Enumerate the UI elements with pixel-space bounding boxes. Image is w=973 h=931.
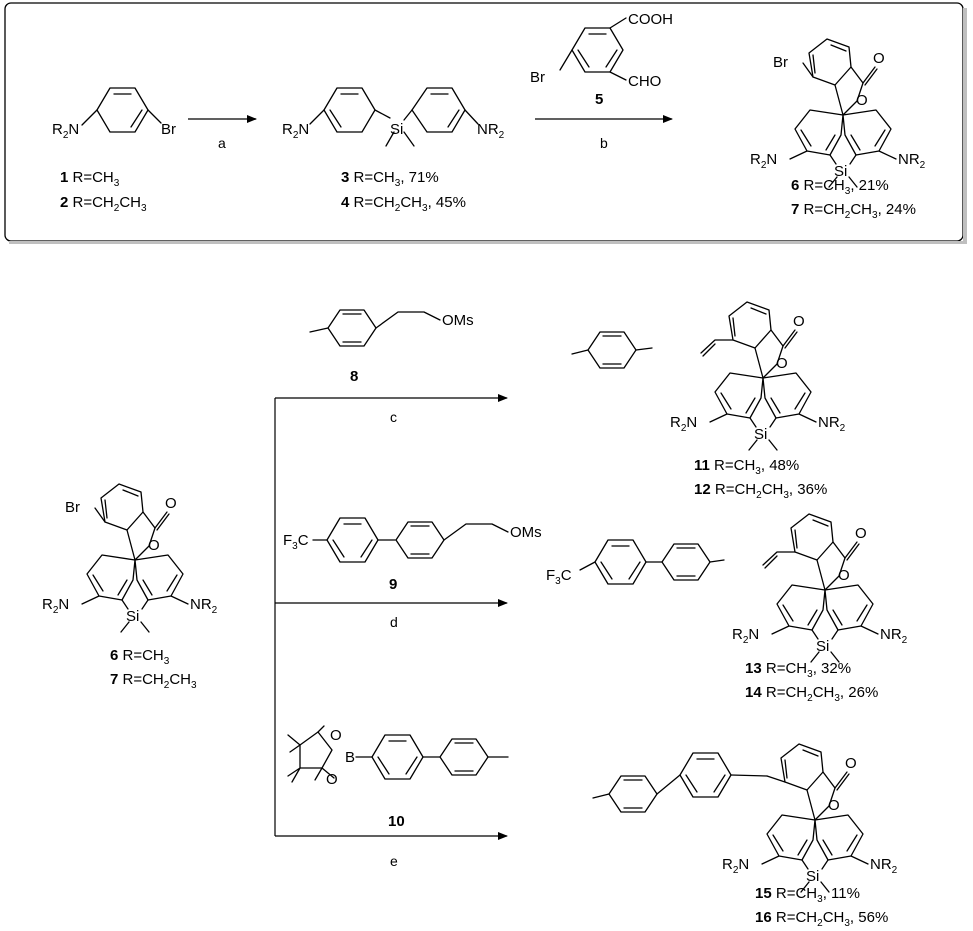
svg-text:Br: Br bbox=[773, 54, 788, 71]
reagent-8-label: 8 bbox=[350, 368, 358, 385]
starting-material-structure: Br bbox=[41, 483, 219, 633]
compound-6-structure: Br bbox=[749, 38, 927, 188]
svg-text:NR2: NR2 bbox=[477, 121, 505, 141]
compound-15-aryl bbox=[679, 752, 768, 798]
reagent-8-structure: OMs bbox=[309, 309, 474, 347]
svg-text:Br: Br bbox=[65, 499, 80, 516]
svg-text:6 R=CH3, 21%: 6 R=CH3, 21% bbox=[791, 177, 889, 197]
label-1: 1 R=CH3 bbox=[60, 169, 120, 189]
reagent-10-tetrazine bbox=[439, 738, 509, 776]
frame-shadow-side bbox=[963, 8, 967, 244]
svg-text:R2N: R2N bbox=[282, 121, 309, 141]
svg-text:12 R=CH2CH3, 36%: 12 R=CH2CH3, 36% bbox=[694, 481, 827, 501]
frame-shadow bbox=[9, 241, 967, 244]
label-11: 11 R=CH3, 48% bbox=[694, 457, 799, 477]
reagent-9-tetrazine: OMs bbox=[395, 521, 542, 559]
svg-text:1 R=CH3: 1 R=CH3 bbox=[60, 169, 120, 189]
svg-text:Br: Br bbox=[161, 121, 176, 138]
svg-text:15 R=CH3, 11%: 15 R=CH3, 11% bbox=[755, 885, 860, 905]
compound-13-structure bbox=[731, 513, 909, 663]
compound-15-structure bbox=[721, 743, 899, 893]
svg-text:2 R=CH2CH3: 2 R=CH2CH3 bbox=[60, 194, 147, 214]
svg-text:16 R=CH2CH3, 56%: 16 R=CH2CH3, 56% bbox=[755, 909, 888, 929]
svg-text:7 R=CH2CH3: 7 R=CH2CH3 bbox=[110, 671, 197, 691]
svg-text:COOH: COOH bbox=[628, 11, 673, 28]
svg-text:14 R=CH2CH3, 26%: 14 R=CH2CH3, 26% bbox=[745, 684, 878, 704]
condition-a: a bbox=[218, 135, 226, 151]
label-12: 12 R=CH2CH3, 36% bbox=[694, 481, 827, 501]
svg-text:Br: Br bbox=[530, 69, 545, 86]
compound-15-tetrazine bbox=[592, 774, 681, 813]
label-13: 13 R=CH3, 32% bbox=[745, 660, 851, 680]
compound-13-tetrazine bbox=[645, 543, 725, 581]
svg-text:O: O bbox=[326, 771, 338, 788]
svg-text:13 R=CH3, 32%: 13 R=CH3, 32% bbox=[745, 660, 851, 680]
reagent-10-structure: O O B bbox=[287, 725, 441, 788]
compound-11-structure bbox=[669, 301, 847, 451]
svg-text:O: O bbox=[330, 727, 342, 744]
svg-text:3 R=CH3, 71%: 3 R=CH3, 71% bbox=[341, 169, 439, 189]
svg-text:OMs: OMs bbox=[510, 524, 542, 541]
label-7: 7 R=CH2CH3, 24% bbox=[791, 201, 916, 221]
label-6: 6 R=CH3, 21% bbox=[791, 177, 889, 197]
label-6-start: 6 R=CH3 bbox=[110, 647, 170, 667]
svg-text:B: B bbox=[345, 749, 355, 766]
compound-3-structure: Si R2N NR2 bbox=[282, 87, 505, 147]
condition-b: b bbox=[600, 135, 608, 151]
label-16: 16 R=CH2CH3, 56% bbox=[755, 909, 888, 929]
reagent-10-label: 10 bbox=[388, 813, 405, 830]
label-15: 15 R=CH3, 11% bbox=[755, 885, 860, 905]
condition-d: d bbox=[390, 614, 398, 630]
svg-text:11 R=CH3, 48%: 11 R=CH3, 48% bbox=[694, 457, 799, 477]
label-3: 3 R=CH3, 71% bbox=[341, 169, 439, 189]
svg-text:7 R=CH2CH3, 24%: 7 R=CH2CH3, 24% bbox=[791, 201, 916, 221]
label-14: 14 R=CH2CH3, 26% bbox=[745, 684, 878, 704]
condition-e: e bbox=[390, 853, 398, 869]
reagent-9-structure: F3C bbox=[283, 517, 396, 563]
label-4: 4 R=CH2CH3, 45% bbox=[341, 194, 466, 214]
label-7-start: 7 R=CH2CH3 bbox=[110, 671, 197, 691]
svg-text:4 R=CH2CH3, 45%: 4 R=CH2CH3, 45% bbox=[341, 194, 466, 214]
svg-text:R2N: R2N bbox=[52, 121, 79, 141]
condition-c: c bbox=[390, 409, 397, 425]
reagent-5-structure: Br COOH CHO bbox=[530, 11, 673, 90]
reagent-9-label: 9 bbox=[389, 576, 397, 593]
svg-text:F3C: F3C bbox=[546, 567, 572, 587]
compound-1-structure: R2N Br bbox=[52, 87, 176, 141]
svg-text:F3C: F3C bbox=[283, 532, 309, 552]
label-2: 2 R=CH2CH3 bbox=[60, 194, 147, 214]
svg-text:6 R=CH3: 6 R=CH3 bbox=[110, 647, 170, 667]
reagent-5-label: 5 bbox=[595, 91, 603, 108]
svg-text:Si: Si bbox=[390, 121, 403, 138]
compound-11-tetrazine bbox=[571, 331, 653, 369]
compound-13-aryl: F3C bbox=[546, 539, 647, 587]
svg-text:OMs: OMs bbox=[442, 312, 474, 329]
svg-text:CHO: CHO bbox=[628, 73, 661, 90]
